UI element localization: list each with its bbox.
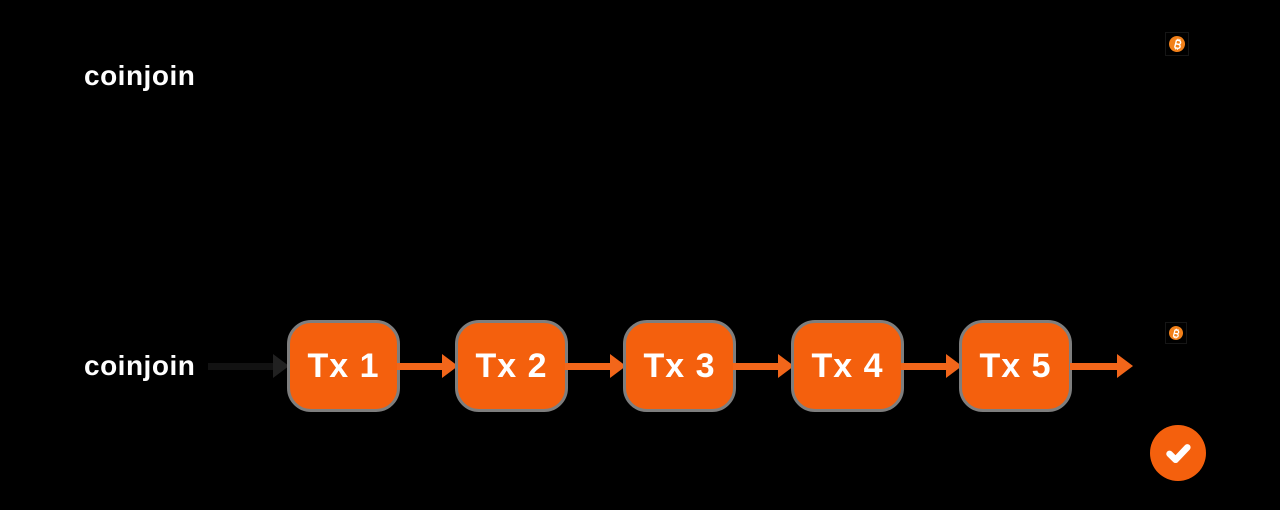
flow-arrow-out [1070, 354, 1133, 378]
tx-box-3: Tx 3 [623, 320, 736, 412]
arrow-shaft [901, 362, 946, 370]
checkmark-icon [1150, 425, 1206, 481]
tx-box-4: Tx 4 [791, 320, 904, 412]
hidden-flow-arrow [208, 354, 289, 378]
arrow-shaft [397, 362, 442, 370]
bottom-coinjoin-label: coinjoin [84, 350, 196, 381]
arrow-head-icon [273, 354, 289, 378]
top-bitcoin-frame [1165, 32, 1189, 56]
flow-arrow [901, 354, 962, 378]
tx-box-label: Tx 4 [811, 346, 884, 385]
tx-box-2: Tx 2 [455, 320, 568, 412]
flow-arrow [397, 354, 458, 378]
bitcoin-icon [1167, 324, 1185, 342]
arrow-shaft [1070, 362, 1117, 370]
arrow-shaft [733, 362, 778, 370]
tx-box-label: Tx 2 [475, 346, 548, 385]
arrow-head-icon [610, 354, 626, 378]
tx-box-5: Tx 5 [959, 320, 1072, 412]
arrow-shaft [208, 362, 273, 370]
flow-arrow [733, 354, 794, 378]
arrow-shaft [565, 362, 610, 370]
bitcoin-icon [1167, 34, 1187, 54]
flow-arrow [565, 354, 626, 378]
tx-box-label: Tx 3 [643, 346, 716, 385]
arrow-head-icon [946, 354, 962, 378]
top-coinjoin-label: coinjoin [84, 60, 196, 91]
arrow-head-icon [778, 354, 794, 378]
tx-box-label: Tx 5 [979, 346, 1052, 385]
tx-box-1: Tx 1 [287, 320, 400, 412]
arrow-head-icon [1117, 354, 1133, 378]
bottom-bitcoin-frame [1165, 322, 1187, 344]
arrow-head-icon [442, 354, 458, 378]
tx-box-label: Tx 1 [307, 346, 380, 385]
